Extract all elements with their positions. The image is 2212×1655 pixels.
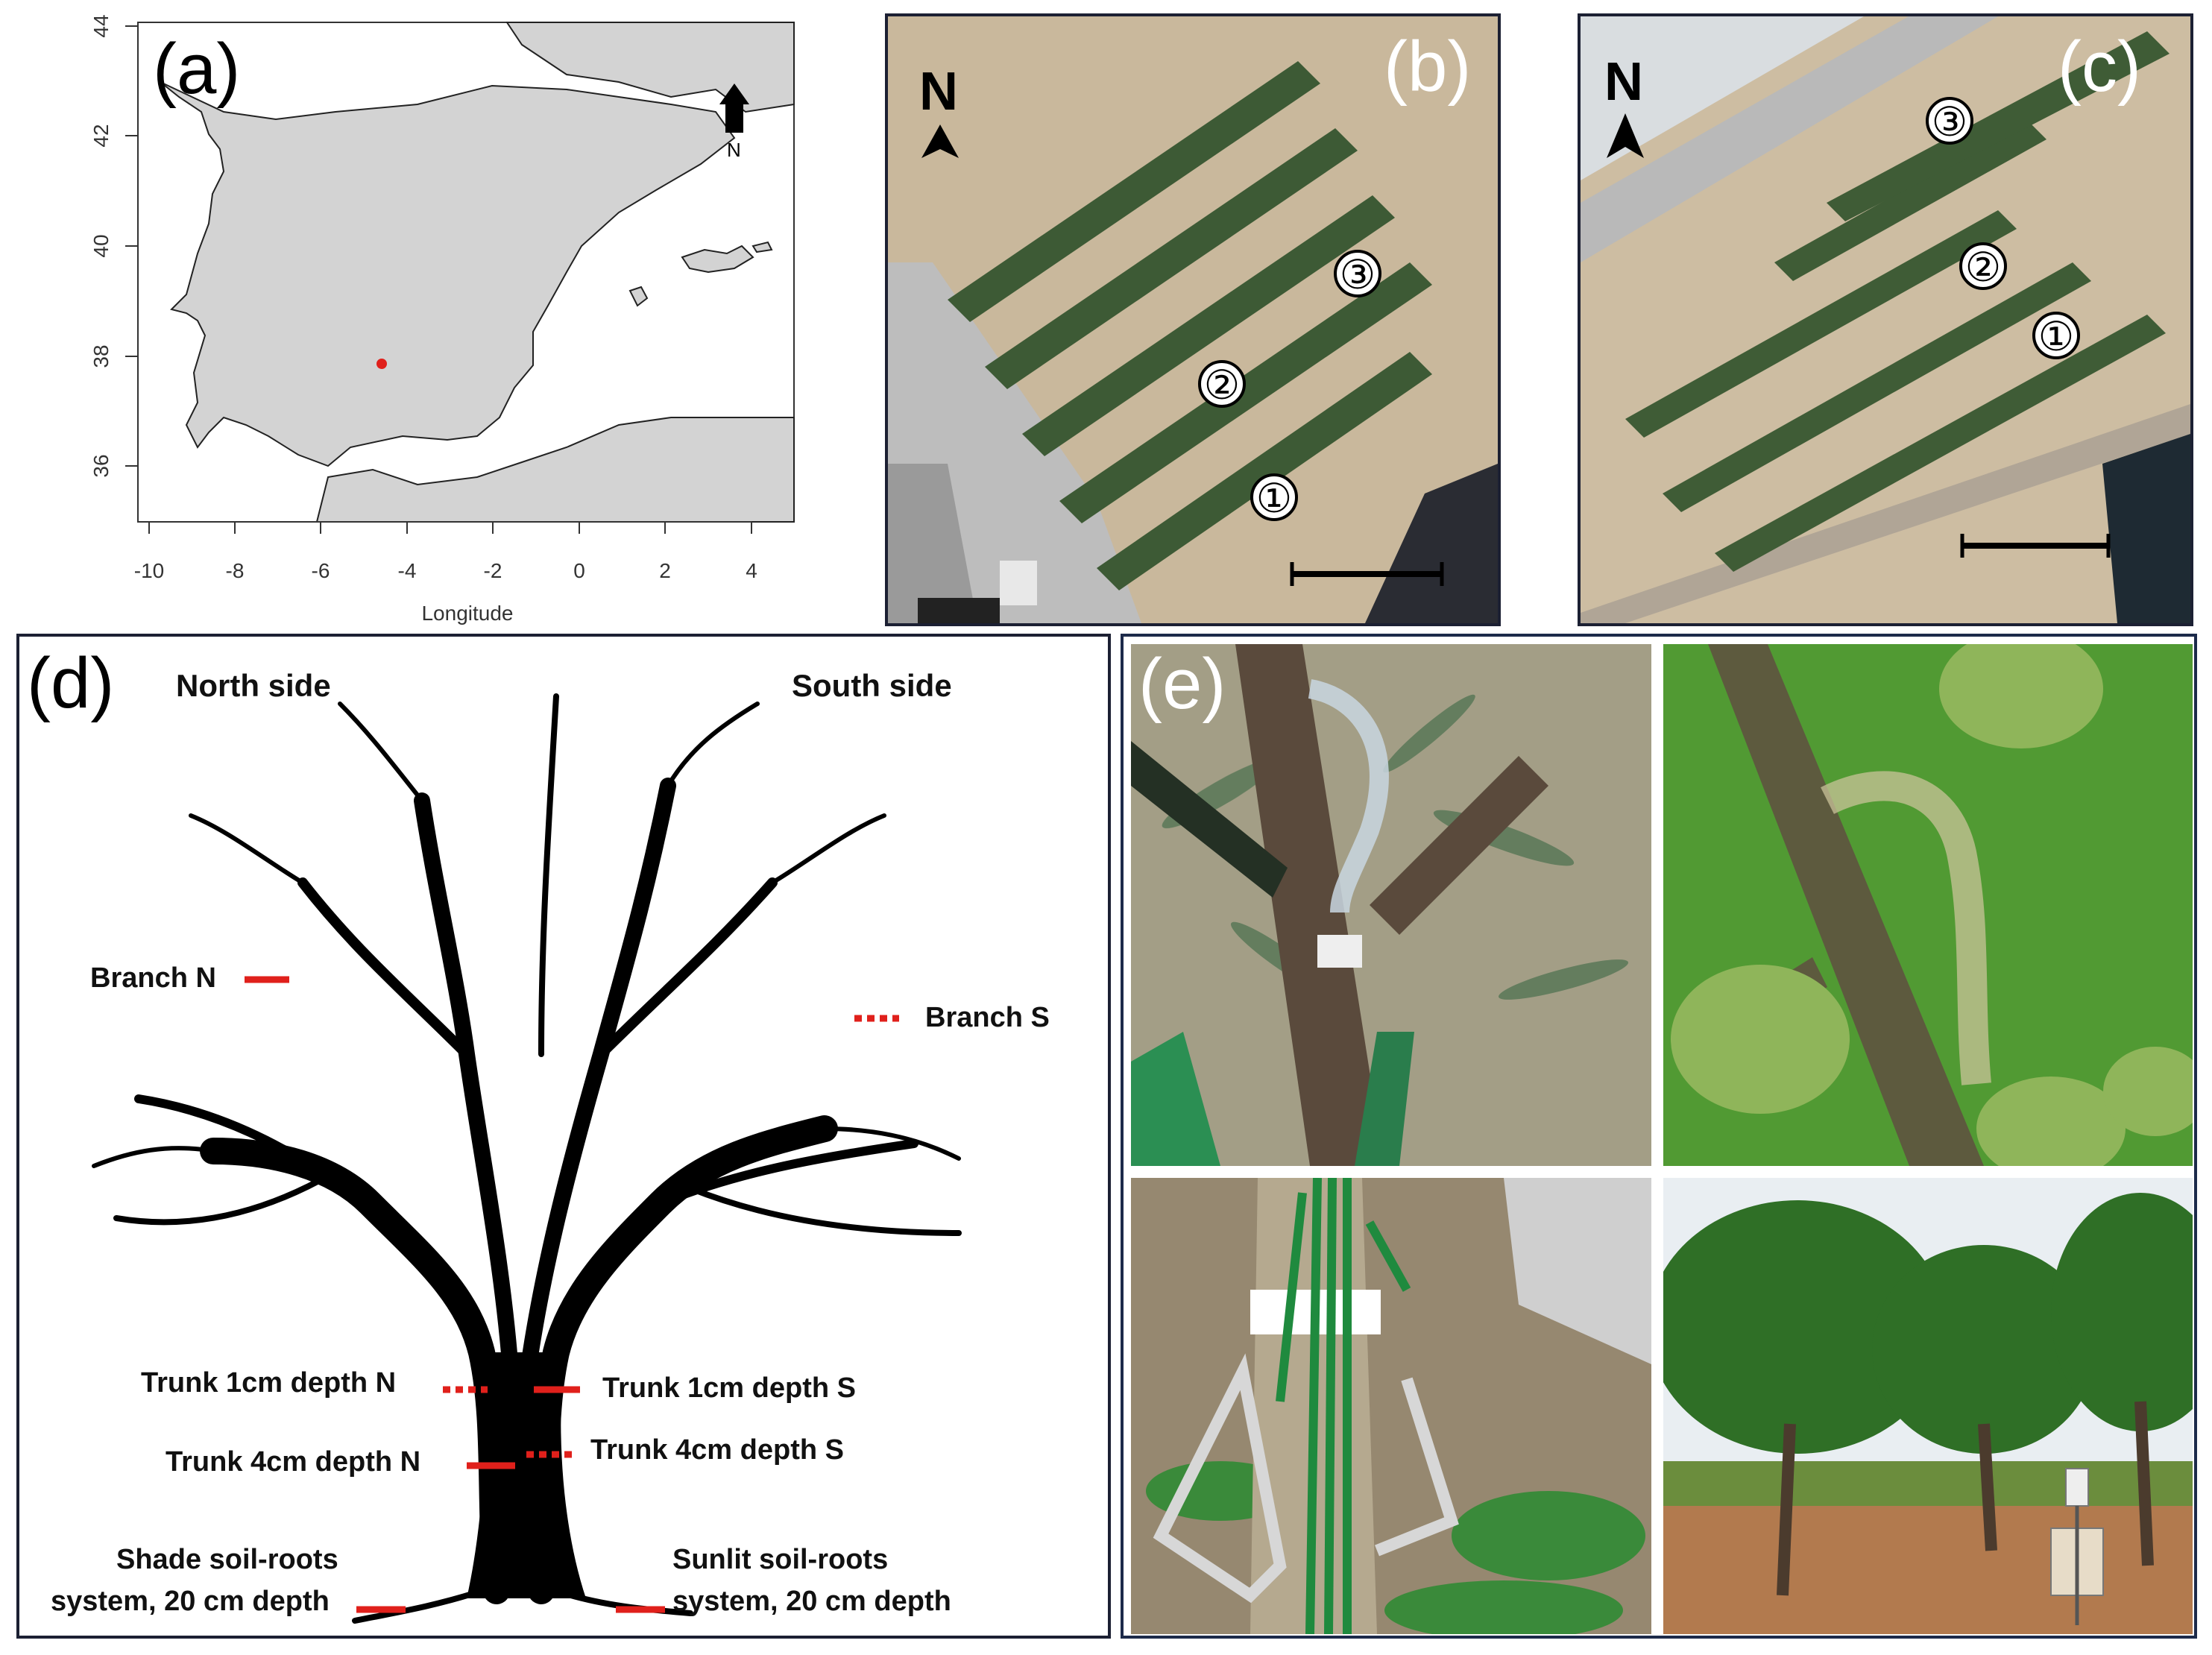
x-tick: -8 xyxy=(226,559,245,582)
land-ibiza xyxy=(628,286,649,307)
site-point xyxy=(376,359,387,369)
land-africa xyxy=(315,417,795,523)
marker-3: ③ xyxy=(1334,250,1381,297)
marker-1-label: ① xyxy=(1256,476,1292,521)
marker-3-label: ③ xyxy=(1340,253,1376,297)
photo-orchard-station xyxy=(1663,1178,2193,1634)
panel-c-letter: (c) xyxy=(2058,27,2141,107)
shade-soil-label-1: Shade soil-roots xyxy=(116,1544,338,1575)
north-side-label: North side xyxy=(176,668,331,703)
north-label-c: N xyxy=(1604,52,1643,112)
x-tick: 2 xyxy=(659,559,671,582)
marker-2-label: ② xyxy=(1965,245,2001,290)
panel-b-letter: (b) xyxy=(1384,27,1471,107)
land-mallorca xyxy=(681,245,754,274)
north-arrow-icon xyxy=(1607,113,1644,158)
sensor-markers xyxy=(245,976,899,1613)
x-tick: -6 xyxy=(312,559,330,582)
y-tick: 38 xyxy=(89,344,113,368)
land-france xyxy=(505,22,795,113)
y-tick: 36 xyxy=(89,454,113,477)
trunk1-n-label: Trunk 1cm depth N xyxy=(141,1367,397,1399)
shade-soil-label-2: system, 20 cm depth xyxy=(51,1586,330,1617)
marker-1: ① xyxy=(1250,473,1298,521)
y-tick: 40 xyxy=(89,234,113,257)
map-spain: N -10 -8 -6 -4 -2 0 2 4 Longitude xyxy=(89,14,795,625)
x-tick: 0 xyxy=(573,559,585,582)
panel-b: N ① ② ③ (b) xyxy=(885,13,1501,626)
branch-s-label: Branch S xyxy=(925,1002,1050,1033)
photo-olive-sensor: (e) xyxy=(1131,644,1651,1166)
north-label-b: N xyxy=(919,62,958,122)
marker-2: ② xyxy=(1959,242,2007,290)
y-tick: 44 xyxy=(89,14,113,37)
marker-1: ① xyxy=(2032,312,2080,359)
tree-rows xyxy=(948,61,1432,590)
marker-3: ③ xyxy=(1926,97,1973,145)
south-side-label: South side xyxy=(792,668,952,703)
marker-2: ② xyxy=(1198,360,1246,408)
panel-c: N ① ② ③ (c) xyxy=(1578,13,2193,626)
y-tick-labels: 36 38 40 42 44 xyxy=(89,14,113,477)
x-tick-labels: -10 -8 -6 -4 -2 0 2 4 xyxy=(134,559,757,582)
x-axis-label: Longitude xyxy=(421,602,513,625)
tree-rows xyxy=(1625,31,2170,572)
panel-a: N -10 -8 -6 -4 -2 0 2 4 Longitude xyxy=(0,0,857,626)
panel-e: (e) xyxy=(1121,634,2197,1639)
y-axis xyxy=(125,25,139,467)
land-menorca xyxy=(751,241,773,253)
north-arrow-icon xyxy=(921,124,959,158)
panel-d-letter: (d) xyxy=(27,643,115,723)
tree-diagram xyxy=(92,693,962,1624)
photo-trunk-sensors xyxy=(1131,1178,1651,1634)
marker-1-label: ① xyxy=(2038,315,2074,359)
sunlit-soil-label-1: Sunlit soil-roots xyxy=(672,1544,889,1575)
y-tick: 42 xyxy=(89,124,113,147)
x-axis xyxy=(148,521,752,534)
aerial-photo-c: N ① ② ③ (c) xyxy=(1581,16,2190,623)
tree-trunk xyxy=(467,1352,586,1598)
panel-e-letter: (e) xyxy=(1138,644,1226,724)
panel-a-letter: (a) xyxy=(153,29,241,109)
land-iberia xyxy=(160,81,736,467)
marker-2-label: ② xyxy=(1204,363,1240,408)
sunlit-soil-label-2: system, 20 cm depth xyxy=(672,1586,951,1617)
trunk4-n-label: Trunk 4cm depth N xyxy=(166,1446,421,1478)
aerial-photo-b: N ① ② ③ (b) xyxy=(888,16,1498,623)
map-north-label: N xyxy=(727,139,741,161)
marker-3-label: ③ xyxy=(1932,100,1967,145)
photo-almond-sensor xyxy=(1663,644,2193,1166)
branch-n-label: Branch N xyxy=(90,962,216,994)
trunk1-s-label: Trunk 1cm depth S xyxy=(602,1372,856,1404)
trunk4-s-label: Trunk 4cm depth S xyxy=(590,1434,844,1466)
north-arrow-icon xyxy=(719,83,749,133)
x-tick: 4 xyxy=(746,559,757,582)
panel-d: (d) North side South side Branch N Branc… xyxy=(16,634,1111,1639)
x-tick: -2 xyxy=(484,559,502,582)
x-tick: -4 xyxy=(398,559,417,582)
x-tick: -10 xyxy=(134,559,164,582)
